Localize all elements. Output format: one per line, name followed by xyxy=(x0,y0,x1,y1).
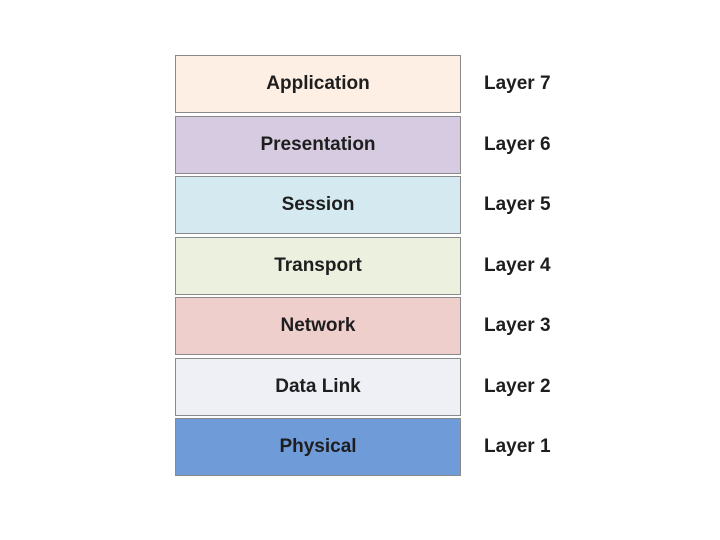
layer-physical: Physical xyxy=(175,418,461,476)
layer-transport: Transport xyxy=(175,236,461,295)
layer-name: Transport xyxy=(274,254,362,276)
osi-layer-stack: Application Presentation Session Transpo… xyxy=(175,55,461,476)
layer-name: Network xyxy=(280,315,356,336)
layer-application: Application xyxy=(175,55,461,113)
layer-name: Presentation xyxy=(260,133,376,155)
layer-name: Data Link xyxy=(275,375,361,397)
layer-5-label: Layer 5 xyxy=(484,194,551,215)
layer-4-label: Layer 4 xyxy=(484,254,551,276)
layer-name: Session xyxy=(281,194,355,215)
layer-7-label: Layer 7 xyxy=(484,73,551,94)
layer-1-label: Layer 1 xyxy=(484,436,551,457)
layer-network: Network xyxy=(175,297,461,355)
layer-data-link: Data Link xyxy=(175,357,461,416)
layer-session: Session xyxy=(175,176,461,234)
layer-number-labels: Layer 7 Layer 6 Layer 5 Layer 4 Layer 3 … xyxy=(484,55,604,476)
layer-presentation: Presentation xyxy=(175,115,461,174)
layer-name: Application xyxy=(266,73,370,94)
layer-name: Physical xyxy=(279,436,357,457)
layer-6-label: Layer 6 xyxy=(484,133,551,155)
layer-2-label: Layer 2 xyxy=(484,375,551,397)
layer-3-label: Layer 3 xyxy=(484,315,551,336)
